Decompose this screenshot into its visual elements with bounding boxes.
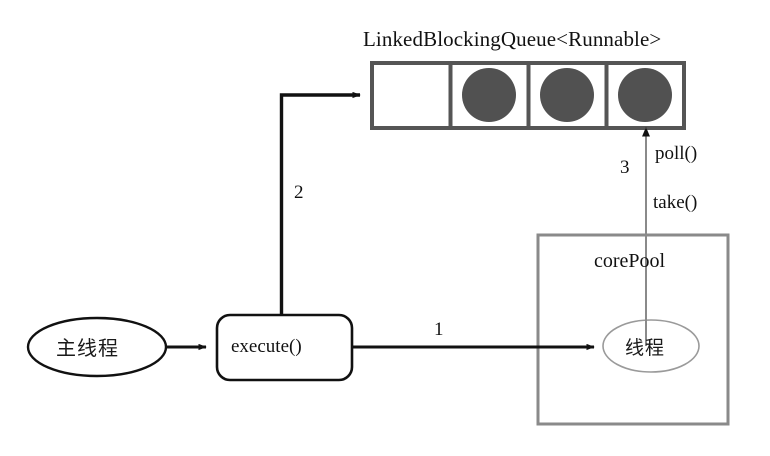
poll-method-label: poll() — [655, 143, 698, 164]
edge-label-step-1: 1 — [434, 319, 444, 340]
main-thread-label: 主线程 — [56, 336, 119, 360]
queue-title: LinkedBlockingQueue<Runnable> — [363, 27, 662, 51]
execute-label: execute() — [231, 336, 302, 357]
queue-task-circle — [462, 68, 516, 122]
worker-thread-label: 线程 — [625, 337, 666, 359]
queue-box — [370, 61, 686, 130]
edge-execute-to-queue — [279, 91, 361, 315]
take-method-label: take() — [653, 192, 698, 213]
edge-label-step-2: 2 — [294, 182, 304, 203]
edge-label-step-3: 3 — [620, 157, 630, 178]
worker-thread-ellipse — [602, 319, 700, 373]
queue-task-circle — [618, 68, 672, 122]
corepool-border — [536, 233, 730, 426]
main-thread-ellipse — [26, 316, 168, 378]
corepool-label: corePool — [594, 250, 666, 272]
corepool-box — [536, 233, 730, 426]
queue-task-circle — [540, 68, 594, 122]
